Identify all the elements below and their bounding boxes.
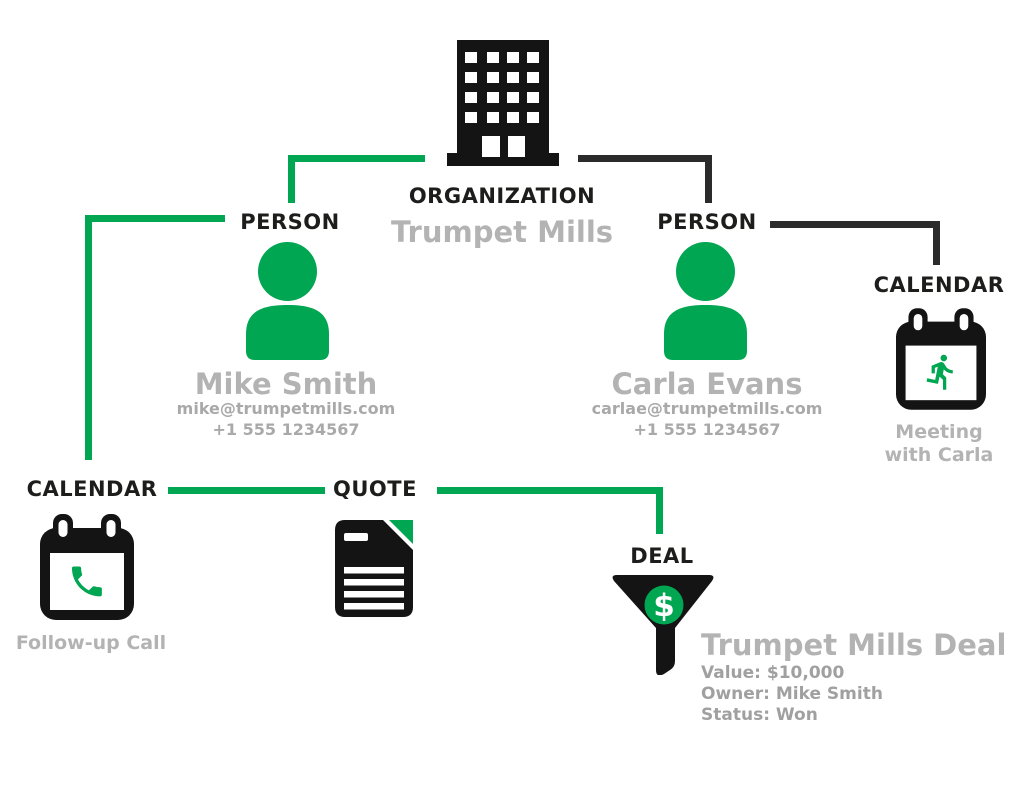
calendar-meeting-title-line1: Meeting (895, 421, 983, 443)
person-carla-type-label: PERSON (657, 210, 757, 234)
dollar-symbol: $ (653, 588, 675, 624)
connector-org-to-carla-vertical (705, 155, 712, 203)
calendar-meeting-title-line2: with Carla (884, 444, 994, 466)
dollar-badge (644, 585, 684, 625)
deal-value: Value: $10,000 (701, 663, 845, 683)
person-mike-email: mike@trumpetmills.com (176, 399, 396, 418)
person-carla-email: carlae@trumpetmills.com (591, 399, 823, 418)
person-carla-name: Carla Evans (611, 367, 803, 401)
deal-name: Trumpet Mills Deal (701, 628, 1007, 662)
connector-mike-to-calendar-vertical (85, 215, 92, 460)
person-icon (664, 242, 747, 360)
calendar-call-title: Follow-up Call (15, 632, 167, 654)
deal-type-label: DEAL (630, 544, 694, 568)
calendar-phone-icon (40, 514, 134, 620)
calendar-meeting-type-label: CALENDAR (873, 273, 1005, 297)
phone-handset-glyph (71, 566, 102, 597)
person-icon (246, 242, 329, 360)
connector-quote-to-deal-horizontal (437, 487, 663, 494)
person-mike-phone: +1 555 1234567 (212, 420, 360, 439)
person-mike-type-label: PERSON (240, 210, 340, 234)
connector-carla-to-calendar-horizontal (770, 221, 940, 228)
connector-carla-to-calendar-vertical (933, 221, 940, 265)
funnel-dollar-icon: $ (612, 575, 714, 675)
folded-corner (389, 520, 413, 544)
organization-name: Trumpet Mills (390, 215, 614, 249)
deal-owner: Owner: Mike Smith (701, 684, 883, 704)
calendar-running-person-icon (896, 308, 986, 410)
document-folded-corner-icon (335, 520, 413, 617)
building-icon (447, 40, 559, 166)
person-mike-name: Mike Smith (194, 367, 378, 401)
connector-org-to-mike-horizontal (288, 155, 425, 162)
connector-org-to-mike-vertical (288, 155, 295, 203)
quote-type-label: QUOTE (333, 477, 417, 501)
running-person-glyph (926, 354, 953, 390)
connector-calendar-to-quote (168, 487, 325, 494)
connector-org-to-carla-horizontal (578, 155, 712, 162)
calendar-call-type-label: CALENDAR (26, 477, 158, 501)
person-carla-phone: +1 555 1234567 (633, 420, 781, 439)
organization-type-label: ORGANIZATION (408, 184, 596, 208)
connector-quote-to-deal-vertical (656, 487, 663, 534)
deal-status: Status: Won (701, 705, 818, 725)
connector-mike-to-calendar-horizontal (85, 215, 225, 222)
